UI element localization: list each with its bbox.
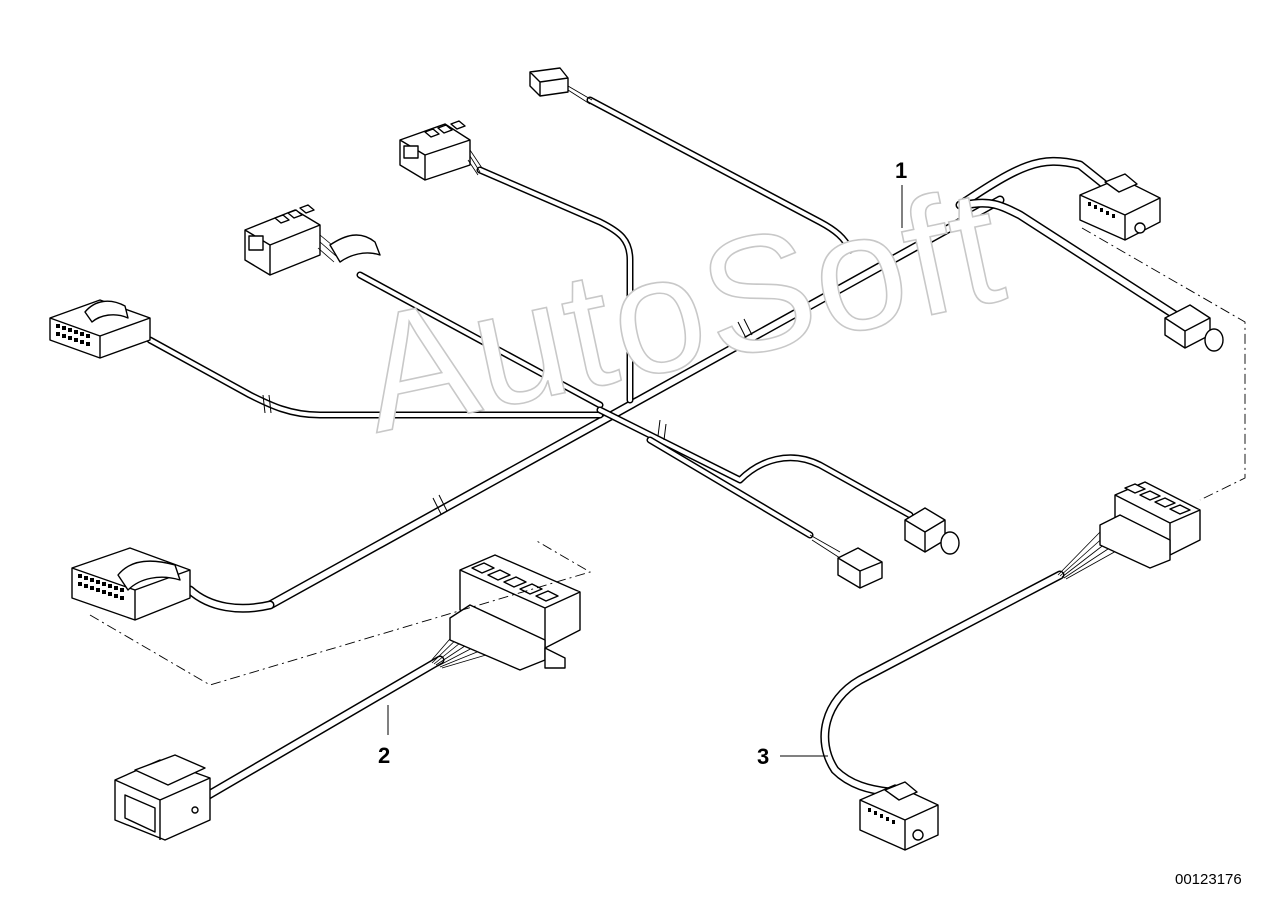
- harness-3-dash-line: [1081, 227, 1246, 501]
- callout-3: 3: [757, 744, 770, 769]
- cable-tie-clips: [262, 318, 753, 515]
- connector-right-middle: [904, 507, 960, 555]
- connector-harness-3-top: [1099, 481, 1201, 569]
- harness-2-wire-fan: [429, 624, 487, 669]
- harness-1: [49, 67, 1224, 621]
- harness-3: [820, 227, 1246, 851]
- connector-third: [244, 204, 381, 276]
- harness-2-dash-line: [89, 539, 592, 686]
- document-number: 00123176: [1175, 871, 1242, 888]
- callout-1: 1: [895, 158, 908, 183]
- connector-top-middle: [399, 120, 483, 181]
- connector-right-small: [1164, 304, 1224, 352]
- connector-top-small: [529, 67, 593, 105]
- harness-3-wire-fan: [1057, 529, 1119, 580]
- connector-harness-2-bottom: [114, 754, 211, 841]
- connector-top-right: [1079, 173, 1161, 241]
- harness-2: [89, 539, 592, 841]
- connector-bottom-left: [71, 547, 191, 621]
- connector-bottom-small: [809, 534, 883, 589]
- callout-leaders: [387, 185, 903, 757]
- connector-harness-3-bottom: [859, 781, 939, 851]
- callout-2: 2: [378, 743, 391, 768]
- connector-harness-2-large: [449, 554, 581, 671]
- connector-left: [49, 299, 151, 359]
